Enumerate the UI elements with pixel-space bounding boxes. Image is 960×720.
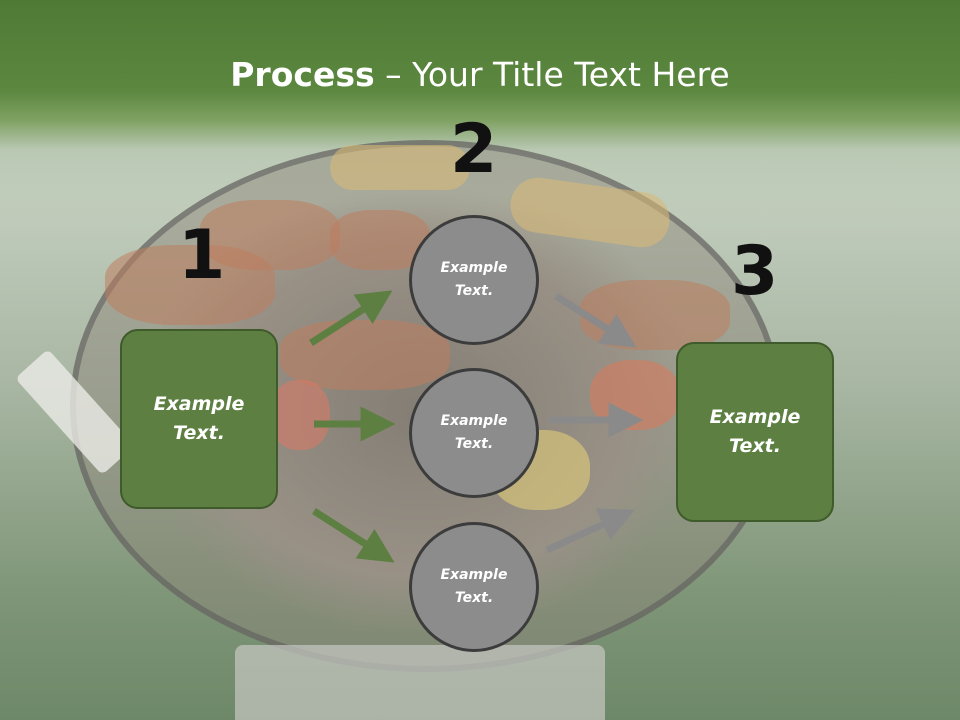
title-bold: Process [230,55,375,94]
arrow-left-to-bottom [312,508,395,563]
bottom-circle: Example Text. [409,522,539,652]
step-number-2: 2 [450,110,498,189]
middle-circle: Example Text. [409,368,539,498]
middle-circle-text: Example Text. [440,413,508,452]
left-text-box: Example Text. [120,329,278,509]
step-number-3: 3 [731,232,779,311]
pepper-image [270,380,330,450]
arrow-left-to-top [309,290,393,346]
top-circle-text: Example Text. [440,260,508,299]
left-box-text: Example Text. [153,393,245,444]
grill-legs-image [235,645,605,720]
title-rest: – Your Title Text Here [374,55,730,94]
arrow-top-to-right [554,293,637,348]
top-circle: Example Text. [409,215,539,345]
meat-image [200,200,340,270]
bottom-circle-text: Example Text. [440,567,508,606]
arrow-bottom-to-right [545,508,635,554]
step-number-1: 1 [178,216,226,295]
right-text-box: Example Text. [676,342,834,522]
meat-image [280,320,450,390]
corn-image [330,145,470,190]
right-box-text: Example Text. [709,406,801,457]
slide-title: Process – Your Title Text Here [0,53,960,97]
